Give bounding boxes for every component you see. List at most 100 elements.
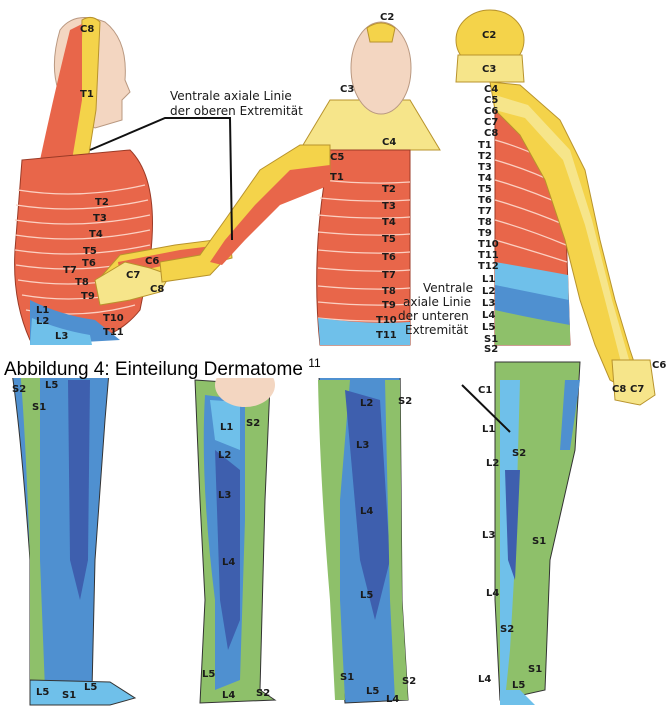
svg-text:L4: L4: [386, 694, 399, 705]
svg-text:S1: S1: [62, 690, 76, 701]
svg-text:S2: S2: [512, 448, 526, 459]
leg-b: L1 S2 L2 L3 L4 L5 L4 S2: [195, 363, 275, 703]
svg-text:T2: T2: [95, 197, 109, 208]
lower-axial-line-text-2: axiale Linie: [403, 295, 471, 309]
svg-text:L3: L3: [356, 440, 369, 451]
svg-text:T10: T10: [376, 315, 397, 326]
svg-text:T3: T3: [382, 201, 396, 212]
front-view-figure: C2 C3 C4 C5 T1 T2 T3 T4 T5 T6 T7 T8 T9 T…: [160, 12, 440, 345]
side-view-figure: C8 T1 T2 T3 T4 T5 T6 T7 T8 T9 T10 T11 L1…: [15, 17, 232, 345]
svg-text:C5: C5: [484, 95, 498, 106]
svg-text:L2: L2: [486, 458, 499, 469]
svg-text:S2: S2: [256, 688, 270, 699]
leg-a: S2 S1 L5 L5 S1 L5: [10, 360, 135, 705]
svg-text:T8: T8: [75, 277, 89, 288]
svg-text:L3: L3: [482, 298, 495, 309]
svg-text:L4: L4: [486, 588, 499, 599]
svg-text:T8: T8: [382, 286, 396, 297]
leg-d: C1 L1 S2 L2 L3 S1 L4 S2 S1 L4 L5: [462, 362, 580, 705]
svg-text:C7: C7: [630, 384, 644, 395]
svg-text:L5: L5: [512, 680, 525, 691]
svg-text:L2: L2: [36, 316, 49, 327]
upper-axial-line-text-1: Ventrale axiale Linie: [170, 89, 292, 103]
svg-text:L5: L5: [366, 686, 379, 697]
svg-text:L2: L2: [218, 450, 231, 461]
svg-text:L5: L5: [84, 682, 97, 693]
lower-axial-line-text-4: Extremität: [405, 323, 469, 337]
svg-text:T6: T6: [82, 258, 96, 269]
figure-caption: Abbildung 4: Einteilung Dermatome 11: [0, 348, 474, 378]
back-view-figure: C2 C3 C4 C5 C6 C7 C8 T1 T2 T3 T4 T5 T6 T…: [456, 10, 666, 405]
svg-text:T9: T9: [382, 300, 396, 311]
svg-text:T2: T2: [382, 184, 396, 195]
svg-text:T4: T4: [89, 229, 103, 240]
svg-text:T4: T4: [478, 173, 492, 184]
svg-text:T10: T10: [103, 313, 124, 324]
svg-text:T8: T8: [478, 217, 492, 228]
lower-axial-line-text-1: Ventrale: [423, 281, 473, 295]
lower-axial-line-text-3: der unteren: [398, 309, 469, 323]
svg-text:C3: C3: [340, 84, 354, 95]
svg-text:L5: L5: [360, 590, 373, 601]
svg-text:C1: C1: [478, 385, 492, 396]
svg-text:S1: S1: [32, 402, 46, 413]
svg-text:C7: C7: [126, 270, 140, 281]
svg-text:S2: S2: [500, 624, 514, 635]
svg-text:T3: T3: [93, 213, 107, 224]
svg-text:C7: C7: [484, 117, 498, 128]
svg-text:C5: C5: [330, 152, 344, 163]
svg-text:S1: S1: [528, 664, 542, 675]
svg-text:L4: L4: [478, 674, 491, 685]
svg-text:T1: T1: [478, 140, 492, 151]
svg-text:L3: L3: [482, 530, 495, 541]
svg-text:C4: C4: [484, 84, 498, 95]
svg-text:L1: L1: [482, 274, 495, 285]
svg-text:C2: C2: [380, 12, 394, 23]
svg-text:C8: C8: [150, 284, 164, 295]
svg-text:T6: T6: [478, 195, 492, 206]
svg-text:T12: T12: [478, 261, 499, 272]
svg-text:T1: T1: [80, 89, 94, 100]
svg-text:S2: S2: [402, 676, 416, 687]
svg-text:T5: T5: [478, 184, 492, 195]
svg-text:T7: T7: [63, 265, 77, 276]
svg-text:S2: S2: [12, 384, 26, 395]
svg-text:L4: L4: [222, 690, 235, 701]
svg-text:T7: T7: [382, 270, 396, 281]
svg-text:C6: C6: [652, 360, 666, 371]
svg-text:L1: L1: [482, 424, 495, 435]
svg-text:T5: T5: [382, 234, 396, 245]
back-hand: [612, 360, 655, 405]
svg-text:L3: L3: [218, 490, 231, 501]
svg-text:L5: L5: [482, 322, 495, 333]
svg-text:L3: L3: [55, 331, 68, 342]
front-arm: [160, 145, 330, 282]
svg-text:L5: L5: [36, 687, 49, 698]
leg-c: L2 S2 L3 L4 L5 S1 L5 L4 S2: [318, 360, 416, 705]
svg-text:T11: T11: [103, 327, 124, 338]
svg-text:C8: C8: [484, 128, 498, 139]
svg-text:T4: T4: [382, 217, 396, 228]
svg-text:T5: T5: [83, 246, 97, 257]
svg-text:S1: S1: [532, 536, 546, 547]
svg-text:S2: S2: [484, 344, 498, 355]
svg-text:T9: T9: [81, 291, 95, 302]
svg-text:T11: T11: [376, 330, 397, 341]
svg-text:T11: T11: [478, 250, 499, 261]
svg-text:L4: L4: [482, 310, 495, 321]
svg-text:L4: L4: [360, 506, 373, 517]
svg-text:S1: S1: [340, 672, 354, 683]
svg-text:C4: C4: [382, 137, 396, 148]
svg-text:T10: T10: [478, 239, 499, 250]
svg-text:C6: C6: [484, 106, 498, 117]
svg-text:L2: L2: [360, 398, 373, 409]
svg-text:T3: T3: [478, 162, 492, 173]
svg-text:C3: C3: [482, 64, 496, 75]
svg-text:C8: C8: [80, 24, 94, 35]
svg-text:S2: S2: [398, 396, 412, 407]
upper-axial-line-text-2: der oberen Extremität: [170, 104, 303, 118]
svg-text:L1: L1: [220, 422, 233, 433]
svg-text:L5: L5: [202, 669, 215, 680]
svg-text:L4: L4: [222, 557, 235, 568]
svg-text:C6: C6: [145, 256, 159, 267]
